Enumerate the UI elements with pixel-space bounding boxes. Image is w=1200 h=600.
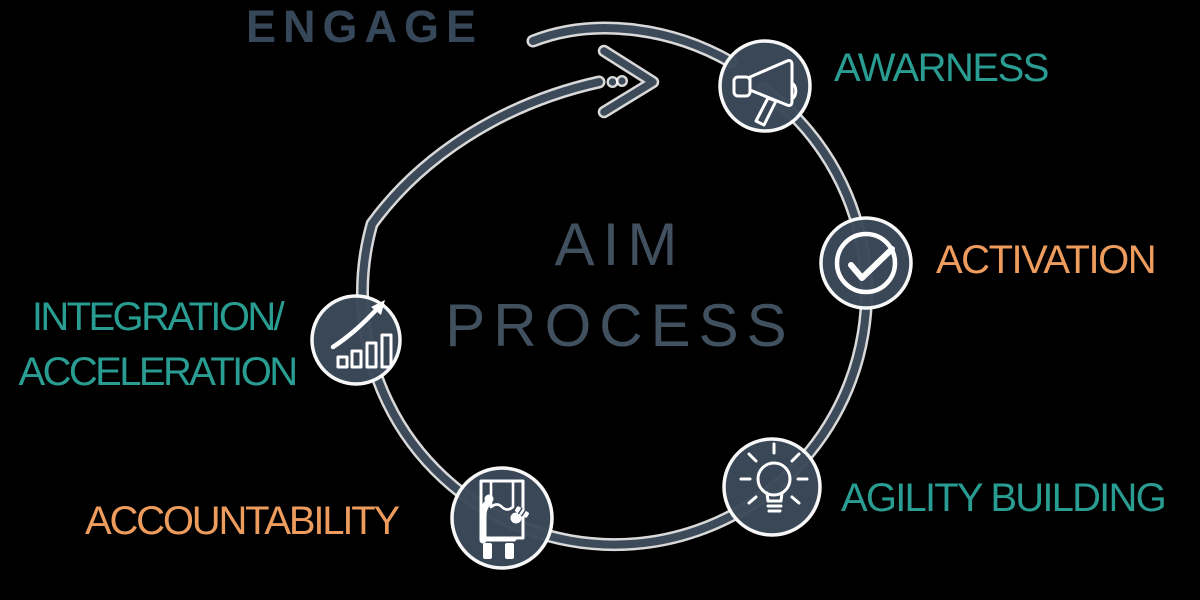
megaphone-icon [732, 59, 798, 127]
step-label-activation: ACTIVATION [936, 238, 1157, 282]
step-label-awareness: AWARNESS [834, 46, 1049, 90]
diagram-title-line2: PROCESS [445, 292, 795, 359]
step-label-accountability: ACCOUNTABILITY [85, 499, 400, 543]
integration-label-line1: INTEGRATION/ [31, 295, 285, 339]
fast-forward-arrow-icon [597, 44, 660, 119]
integration-acceleration-node [310, 294, 402, 386]
awareness-node [718, 39, 812, 133]
diagram-title-line1: AIM [554, 211, 686, 278]
step-label-agility-building: AGILITY BUILDING [841, 476, 1167, 520]
lightbulb-icon [739, 442, 809, 513]
accountability-node [450, 466, 554, 570]
step-label-integration-acceleration: INTEGRATION/ ACCELERATION [0, 290, 316, 400]
activation-node [819, 216, 913, 310]
presenter-flipchart-icon [479, 479, 529, 559]
integration-label-line2: ACCELERATION [18, 350, 298, 394]
growth-chart-icon [330, 300, 393, 369]
agility-building-node [722, 437, 822, 537]
step-label-engage: ENGAGE [246, 1, 484, 52]
checkmark-circle-icon [834, 231, 898, 295]
